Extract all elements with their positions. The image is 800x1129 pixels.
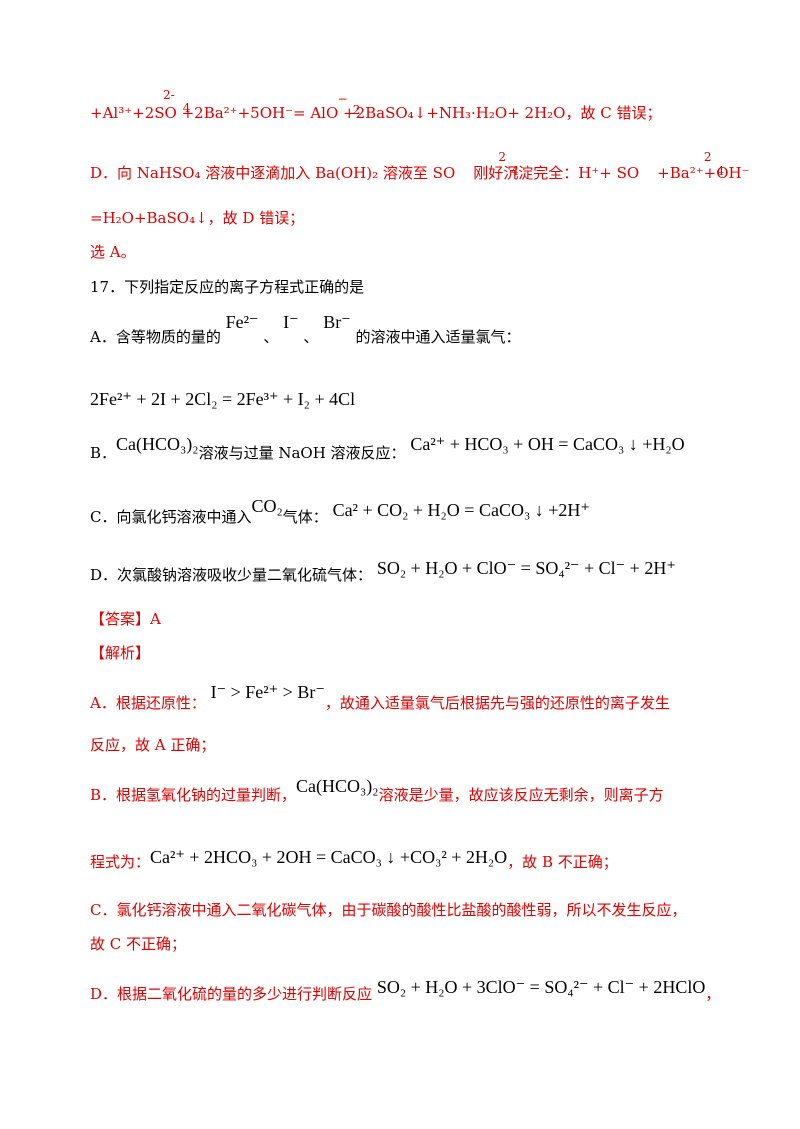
an-b-eq: Ca²⁺ + 2HCO₃ + 2OH = CaCO₃ ↓ +CO₃² + 2H₂…: [150, 847, 508, 867]
an-d-eq: SO₂ + H₂O + 3ClO⁻ = SO₄²⁻ + Cl⁻ + 2HClO: [376, 977, 706, 997]
an-a-eq: I⁻ > Fe²⁺ > Br⁻: [210, 682, 325, 702]
analysis-b-line2: 程式为：Ca²⁺ + 2HCO₃ + 2OH = CaCO₃ ↓ +CO₃² +…: [90, 848, 618, 871]
option-c-equation: Ca² + CO₂ + H₂O = CaCO₃ ↓ +2H⁺: [332, 500, 590, 520]
analysis-a-line2: 反应，故 A 正确；: [90, 736, 216, 754]
stack-4: 4: [182, 101, 191, 115]
option-c: C．向氯化钙溶液中通入CO₂气体： Ca² + CO₂ + H₂O = CaCO…: [90, 497, 590, 526]
option-a-label: A．含等物质的量的: [90, 328, 221, 346]
option-a-end: 的溶液中通入适量氯气：: [355, 328, 521, 346]
option-a-equation: 2Fe²⁺ + 2I + 2Cl₂ = 2Fe³⁺ + I₂ + 4Cl: [90, 389, 356, 409]
an-d-2: ，: [705, 985, 721, 1003]
analysis-d-final: D．根据二氧化硫的量的多少进行判断反应 SO₂ + H₂O + 3ClO⁻ = …: [90, 978, 721, 1003]
option-b: B．Ca(HCO₃)₂溶液与过量 NaOH 溶液反应： Ca²⁺ + HCO₃ …: [90, 435, 685, 462]
analysis-c-line1: C．氯化钙溶液中通入二氧化碳气体，由于碳酸的酸性比盐酸的酸性弱，所以不发生反应，: [90, 901, 687, 919]
choose-line: 选 A。: [90, 243, 136, 261]
option-b-text: 溶液与过量 NaOH 溶液反应：: [198, 444, 406, 462]
stack-2: 2: [352, 103, 361, 117]
equation-continuation: +Al³⁺+2SO +2Ba²⁺+5OH⁻= AlO +2BaSO₄↓+NH₃·…: [90, 104, 662, 122]
option-b-label: B．: [90, 444, 117, 462]
option-d-equation: SO₂ + H₂O + ClO⁻ = SO₄²⁻ + Cl⁻ + 2H⁺: [376, 558, 676, 578]
stack-minus: −: [337, 92, 348, 106]
ion-i: I⁻: [283, 312, 299, 332]
analysis-d-line1: D．向 NaHSO₄ 溶液中逐滴加入 Ba(OH)₂ 溶液至 SO 刚好沉淀完全：…: [90, 166, 750, 181]
option-c-label: C．向氯化钙溶液中通入: [90, 508, 252, 526]
an-b-2: 溶液是少量，故应该反应无剩余，则离子方: [378, 786, 664, 804]
option-b-formula: Ca(HCO₃)₂: [116, 434, 199, 454]
option-a: A．含等物质的量的 Fe²⁻ 、 I⁻ 、 Br⁻ 的溶液中通入适量氯气：: [90, 313, 521, 346]
question-17: 17．下列指定反应的离子方程式正确的是: [90, 278, 365, 296]
analysis-a-line1: A．根据还原性： I⁻ > Fe²⁺ > Br⁻，故通入适量氯气后根据先与强的还…: [90, 683, 670, 712]
ion-fe: Fe²⁻: [225, 312, 259, 332]
ion-br: Br⁻: [323, 312, 351, 332]
option-b-equation: Ca²⁺ + HCO₃ + OH = CaCO₃ ↓ +H₂O: [410, 434, 685, 454]
analysis-c-line2: 故 C 不正确；: [90, 935, 187, 953]
stackD1-4: 4: [511, 164, 519, 178]
an-b-1: B．根据氢氧化钠的过量判断，: [90, 786, 297, 804]
an-d-1: D．根据二氧化硫的量的多少进行判断反应: [90, 985, 373, 1003]
option-d-label: D．次氯酸钠溶液吸收少量二氧化硫气体：: [90, 566, 373, 584]
analysis-b-line1: B．根据氢氧化钠的过量判断，Ca(HCO₃)₂溶液是少量，故应该反应无剩余，则离…: [90, 777, 664, 804]
option-c-co2: CO₂: [251, 496, 283, 516]
sep-2: 、: [303, 328, 319, 346]
an-a-2: ，故通入适量氯气后根据先与强的还原性的离子发生: [324, 694, 670, 712]
option-d: D．次氯酸钠溶液吸收少量二氧化硫气体： SO₂ + H₂O + ClO⁻ = S…: [90, 559, 676, 584]
answer: 【答案】A: [90, 610, 161, 628]
stackD2-2: 2: [703, 150, 712, 164]
stackD1-2: 2: [498, 150, 507, 164]
analysis-title: 【解析】: [90, 644, 151, 662]
an-b-formula: Ca(HCO₃)₂: [296, 776, 379, 796]
option-c-text: 气体：: [282, 508, 328, 526]
d-mid: 刚好沉淀完全：H⁺+ SO: [473, 164, 640, 182]
analysis-d-line2: =H₂O+BaSO₄↓，故 D 错误；: [90, 209, 305, 227]
an-b-4: ，故 B 不正确；: [507, 853, 618, 871]
stack-2minus: 2-: [163, 88, 175, 102]
d-post: +Ba²⁺+OH⁻: [657, 164, 750, 182]
stackD2-4: 4: [716, 164, 725, 178]
an-a-1: A．根据还原性：: [90, 694, 206, 712]
an-b-3: 程式为：: [90, 853, 151, 871]
sep-1: 、: [263, 328, 279, 346]
d-pre: D．向 NaHSO₄ 溶液中逐滴加入 Ba(OH)₂ 溶液至 SO: [90, 164, 456, 182]
